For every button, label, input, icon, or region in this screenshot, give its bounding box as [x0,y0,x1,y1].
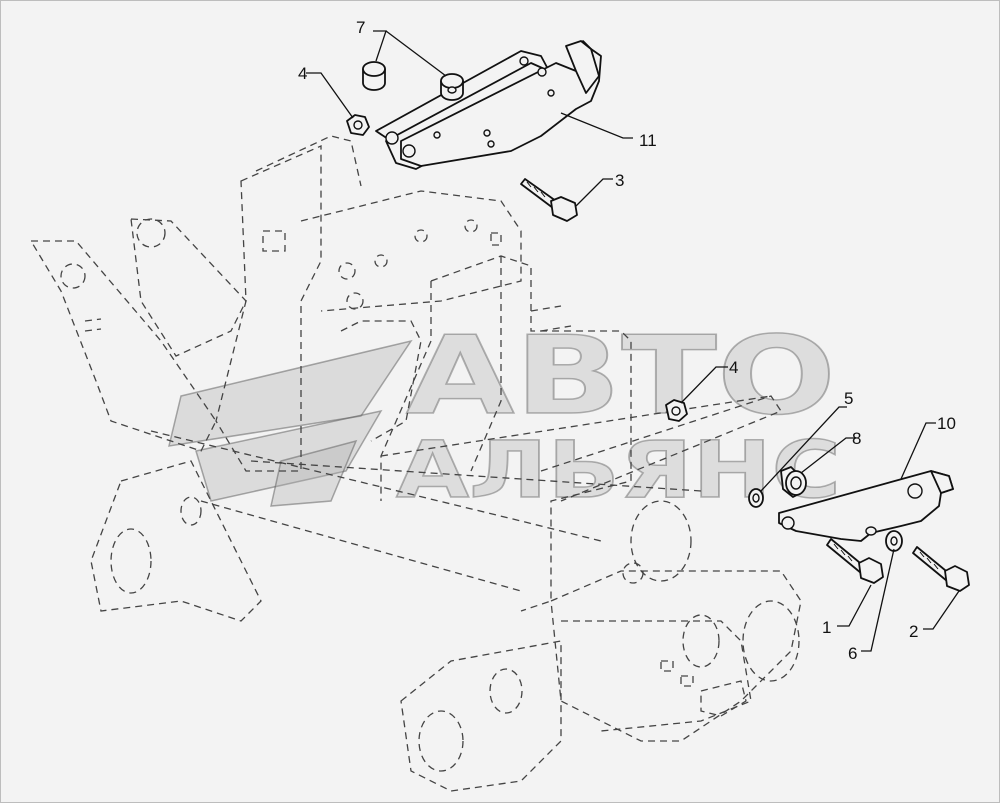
part-5-washer[interactable] [748,488,764,508]
callout-11: 11 [639,131,657,150]
callout-8: 8 [852,429,861,448]
part-7-spacer-right[interactable] [440,73,464,101]
watermark-line2: АЛЬЯНС [396,426,841,516]
watermark-line1: АВТО [406,314,836,439]
callout-5: 5 [844,389,853,408]
callout-3: 3 [615,171,624,190]
callout-2: 2 [909,622,918,641]
leader-lines [306,30,960,652]
part-3-bolt[interactable] [520,178,578,222]
callout-1: 1 [822,618,831,637]
callout-4-top: 4 [298,64,307,83]
part-1-bolt[interactable] [826,538,884,584]
watermark-emblem [168,339,413,507]
part-6-washer[interactable] [885,530,903,552]
callout-6: 6 [848,644,857,663]
part-4-nut-top[interactable] [346,114,370,136]
part-8-bushing[interactable] [780,466,807,498]
part-7-spacer-left[interactable] [362,61,386,91]
part-4-nut-middle[interactable] [665,399,688,422]
callout-7: 7 [356,18,365,37]
chassis-frame-phantom [29,135,802,792]
part-11-upper-bracket[interactable] [375,40,602,170]
callout-labels: 4 7 11 3 4 5 8 10 1 2 6 [298,18,956,663]
watermark-logo: АВТО АЛЬЯНС [168,313,842,517]
callout-4-middle: 4 [729,358,738,377]
part-2-bolt[interactable] [912,546,970,592]
part-10-lower-bracket[interactable] [778,470,954,542]
callout-10: 10 [937,414,956,433]
